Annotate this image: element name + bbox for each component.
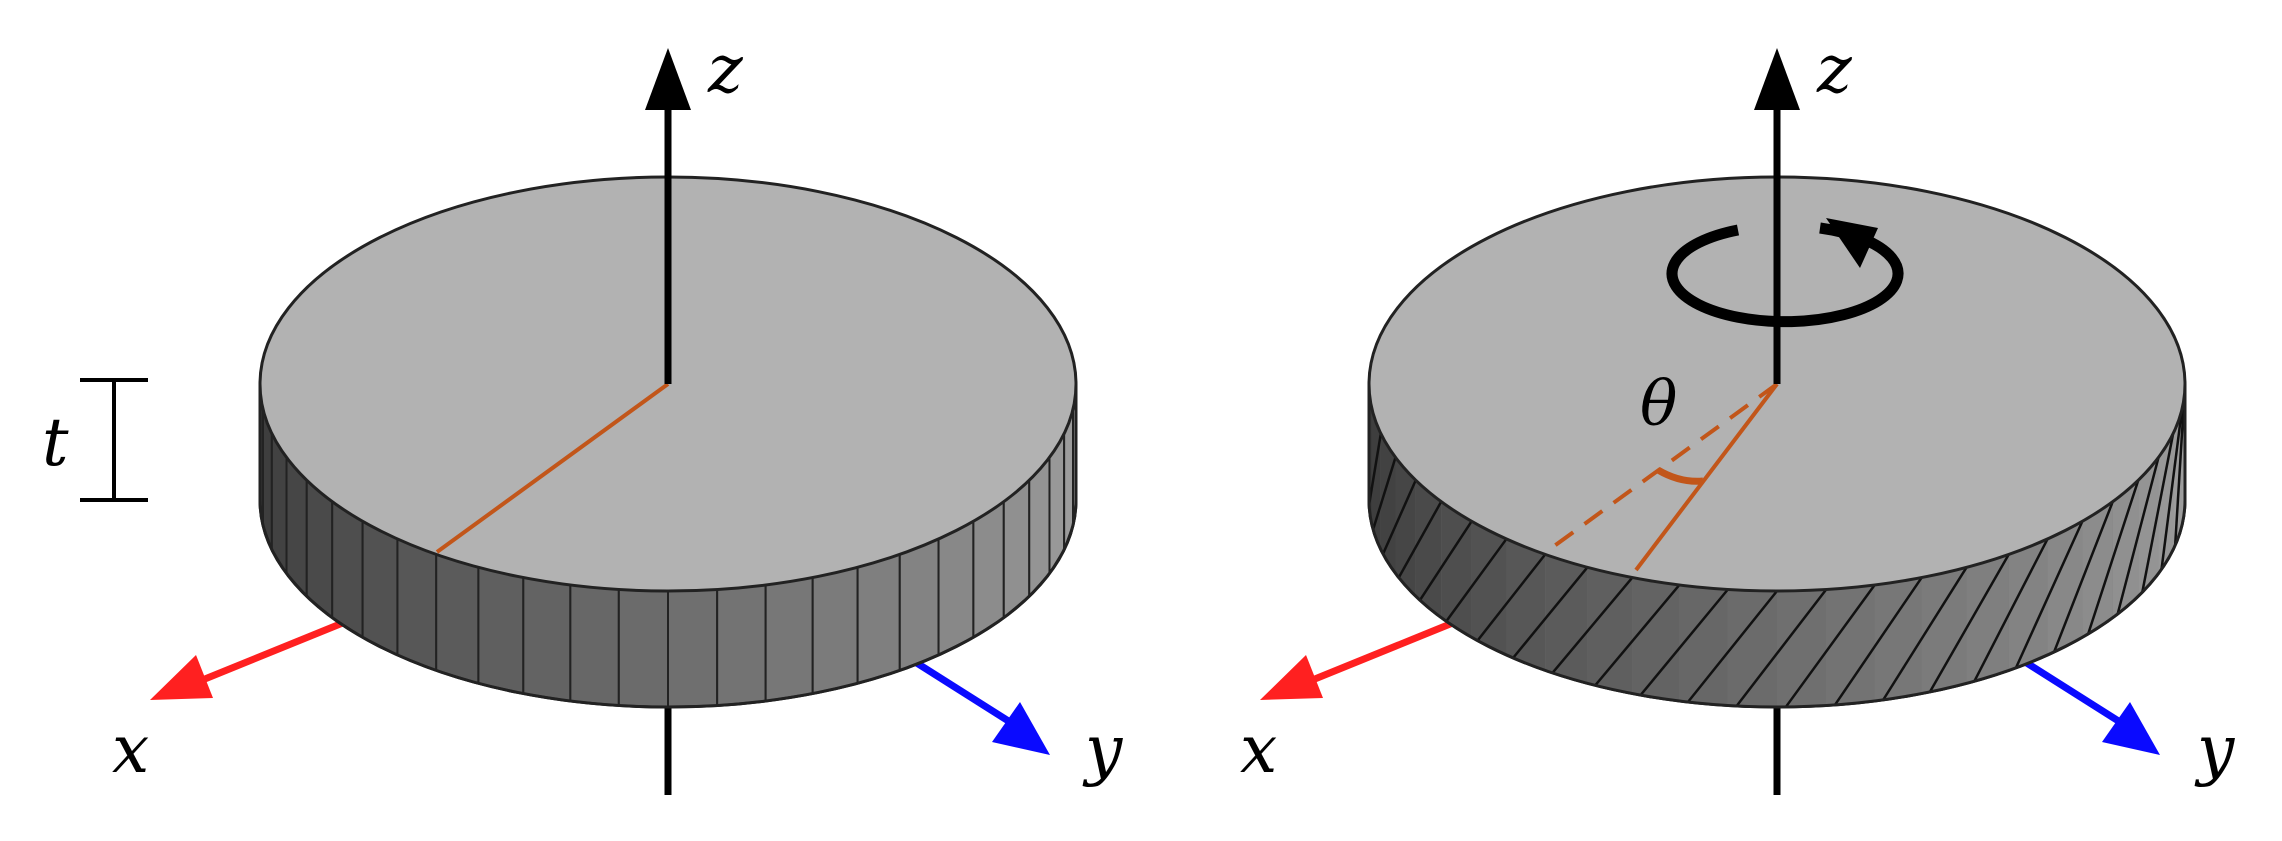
side-segment	[1826, 584, 1875, 706]
side-segment	[1966, 554, 2009, 684]
side-outline	[1367, 384, 2187, 709]
twist-line	[2052, 501, 2114, 653]
twist-line	[1397, 500, 1443, 579]
right-x-label: x	[1240, 711, 1277, 788]
left-x-axis-arrowhead	[150, 655, 213, 700]
side-segment	[2112, 480, 2139, 618]
twist-line	[1551, 576, 1634, 674]
side-segment	[764, 576, 814, 703]
side-segment	[1415, 480, 1442, 618]
side-segment	[856, 553, 901, 685]
rotation-arrow-icon	[1666, 218, 1904, 328]
side-segment	[1002, 478, 1031, 620]
twist-line	[1882, 566, 1968, 701]
right-disk-side	[1367, 383, 2187, 709]
thickness-marker	[80, 378, 148, 502]
side-segment	[1874, 577, 1922, 701]
side-segment	[435, 553, 480, 685]
side-segment	[898, 537, 940, 672]
side-segment	[2008, 538, 2048, 671]
side-segment	[1545, 554, 1588, 684]
side-segment	[305, 478, 334, 620]
side-segment	[2138, 457, 2159, 597]
left-radius-line	[435, 382, 670, 554]
right-y-axis	[2020, 657, 2122, 725]
twist-line	[1928, 553, 2010, 693]
side-segment	[617, 588, 669, 709]
right-z-label: z	[1816, 31, 1853, 108]
twist-line	[1639, 588, 1729, 696]
twist-line	[1476, 553, 1547, 642]
twist-line	[1381, 479, 1417, 555]
twist-line	[1371, 457, 1397, 530]
side-segment	[1921, 567, 1967, 694]
left-y-label: y	[1082, 711, 1123, 788]
twist-line	[2160, 408, 2184, 570]
right-x-axis-arrowhead	[1260, 655, 1323, 700]
left-x-label: x	[112, 711, 149, 788]
twist-line	[1512, 566, 1589, 659]
side-segment	[396, 537, 438, 672]
side-segment	[2047, 521, 2083, 655]
side-segment	[361, 519, 399, 657]
twist-line	[1833, 576, 1923, 706]
side-segment	[1587, 567, 1633, 694]
side-outline	[258, 384, 1078, 709]
twist-line	[1418, 520, 1473, 601]
right-twisted-radius-line	[1634, 382, 1779, 572]
side-segment	[811, 566, 859, 695]
twist-line	[2014, 520, 2084, 669]
side-segment	[1727, 589, 1777, 707]
side-segment	[937, 519, 975, 657]
side-segment	[1632, 577, 1680, 701]
left-x-axis	[193, 616, 352, 687]
left-z-axis-arrowhead	[645, 48, 691, 110]
twist-line	[1973, 538, 2049, 682]
side-segment	[2173, 408, 2183, 550]
twist-line	[2116, 457, 2160, 615]
thickness-label: t	[42, 404, 69, 481]
right-x-axis	[1303, 616, 1462, 687]
left-y-axis	[910, 657, 1012, 725]
left-disk-side	[258, 383, 1078, 709]
twist-line	[1367, 433, 1383, 505]
left-y-axis-arrowhead	[992, 702, 1050, 755]
twist-line	[1686, 590, 1778, 703]
twist-line	[1445, 538, 1508, 622]
side-segment	[569, 583, 620, 707]
side-segment	[667, 588, 719, 709]
side-segment	[1777, 589, 1827, 707]
side-segment	[2082, 501, 2113, 638]
side-segment	[477, 566, 525, 695]
twist-line	[2141, 433, 2175, 593]
twist-line	[1594, 584, 1681, 687]
side-segment	[2158, 433, 2174, 574]
side-segment	[1471, 521, 1507, 655]
side-segment	[331, 499, 364, 640]
angle-arc	[1656, 466, 1704, 485]
left-z-label: z	[707, 31, 744, 108]
twist-line	[2173, 383, 2187, 546]
side-segment	[716, 583, 767, 707]
right-y-axis-arrowhead	[2102, 702, 2160, 755]
left-disk-figure: z x y t	[42, 31, 1123, 795]
twist-line	[2086, 479, 2140, 635]
twist-line	[1784, 584, 1876, 708]
right-disk-figure: z x y θ	[1240, 31, 2235, 795]
right-dashed-radius-line	[1544, 382, 1779, 554]
side-segment	[1679, 584, 1728, 706]
twist-line	[1735, 588, 1828, 707]
side-segment	[972, 499, 1005, 640]
right-z-axis-arrowhead	[1754, 48, 1800, 110]
right-y-label: y	[2194, 711, 2235, 788]
angle-label: θ	[1640, 367, 1677, 440]
side-segment	[1441, 501, 1472, 638]
side-segment	[1506, 538, 1546, 671]
side-segment	[522, 576, 572, 703]
